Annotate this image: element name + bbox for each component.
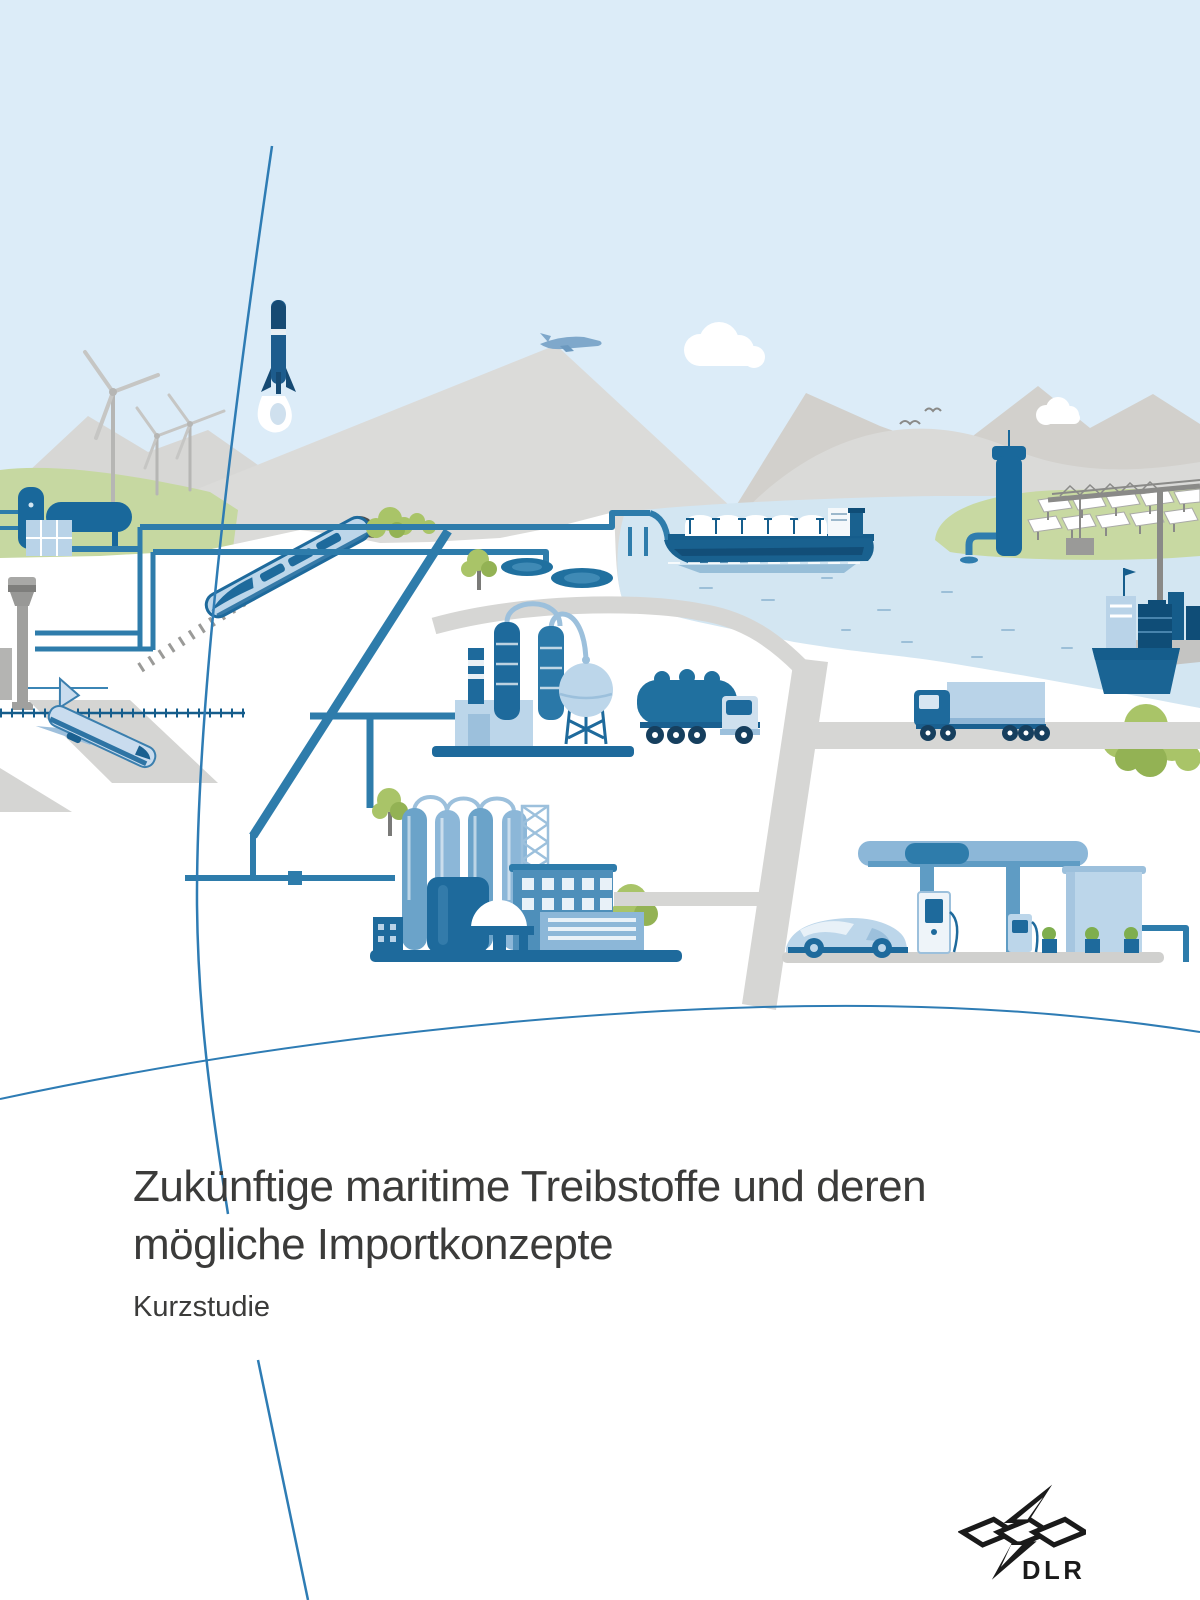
control-tower-icon [8,577,36,710]
pipe-coupling [288,871,302,885]
ev-charger-icon [917,891,959,954]
storage-tank-farm [0,487,142,556]
futuristic-car-icon [786,918,908,958]
harbor [1047,479,1200,694]
cloud-icon [684,322,765,368]
bird-icons [899,407,942,426]
page-title-line2: mögliche Importkonzepte [133,1220,614,1269]
tree-icon [461,549,497,590]
solar-island [935,430,1200,564]
water-ripples [699,577,1121,669]
orbit-lines [0,145,1200,1600]
container-ship-icon [1092,568,1180,694]
wind-turbines [83,350,226,507]
lng-tanks [685,515,827,536]
rocket-icon [257,300,296,433]
trajectory-line-lower [256,1359,310,1600]
fueling-station [782,841,1164,963]
clouds [684,322,1080,425]
offshore-tower-icon [960,430,1026,564]
airport [0,577,245,812]
land [0,512,1200,1600]
roads [431,596,1200,1010]
wind-turbine-icon [135,406,191,496]
station-sign [905,843,969,864]
title-block: Zukünftige maritime Treibstoffe und dere… [133,1158,927,1324]
tanker-truck-icon [637,669,760,744]
chemical-plant [432,601,634,757]
lng-tanker-ship-icon [664,508,874,573]
tree-icon [372,788,408,836]
distillation-column-icon [538,626,564,720]
ship-masts [686,518,824,534]
road-factory [614,892,786,906]
wind-turbine-icon [83,350,160,507]
road-coastal [431,596,807,673]
dlr-logo: DLR [958,1484,1086,1585]
sphere-tank-icon [559,656,613,745]
fuel-pump-icon [1008,914,1039,953]
potted-plants [1042,927,1139,953]
small-building [373,917,403,952]
airplane-flying-icon [540,333,602,352]
refinery-factory [370,795,682,962]
box-truck-icon [914,682,1050,741]
dome-icon [464,900,534,952]
basins [501,558,613,588]
trees [372,549,1200,950]
trajectory-line [195,145,274,1215]
wind-turbine-icon [167,393,226,492]
horizon-arc [0,1004,1200,1100]
distillation-column-icon [494,622,520,720]
pipelines [35,510,1189,962]
airplane-ground-icon [35,676,157,769]
cloud-icon [1036,397,1080,425]
dlr-logo-text: DLR [1022,1557,1086,1585]
page-title-line1: Zukünftige maritime Treibstoffe und dere… [133,1162,927,1211]
page-subtitle: Kurzstudie [133,1291,271,1323]
